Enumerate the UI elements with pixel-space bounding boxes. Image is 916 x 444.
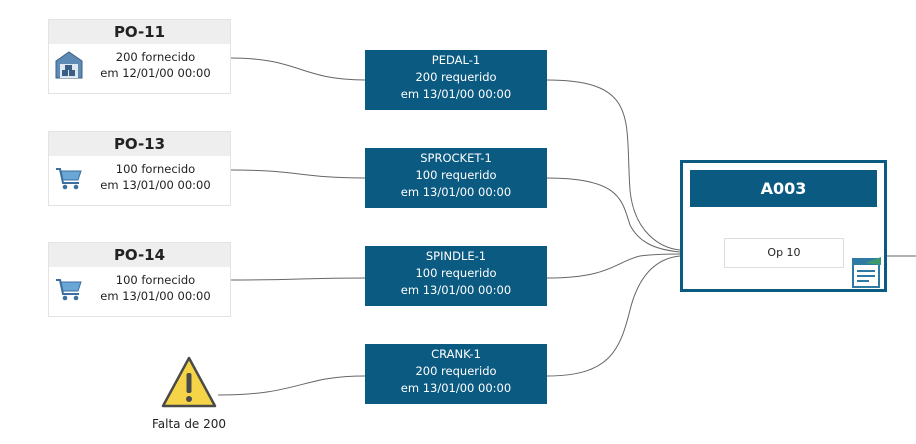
requirement-part: SPINDLE-1 <box>425 249 487 263</box>
warning-icon <box>161 356 217 408</box>
operation-title: A003 <box>690 170 877 207</box>
po-qty: 100 fornecido <box>115 273 196 287</box>
requirement-node-sprocket-1[interactable]: SPROCKET-1 100 requerido em 13/01/00 00:… <box>365 148 547 208</box>
po-date: em 13/01/00 00:00 <box>100 289 211 303</box>
link-spindle-op <box>546 253 681 279</box>
po-date: em 12/01/00 00:00 <box>100 66 211 80</box>
requirement-date: em 13/01/00 00:00 <box>400 381 512 395</box>
requirement-qty: 200 requerido <box>415 364 497 378</box>
po-supply-text: 200 fornecido em 12/01/00 00:00 <box>85 49 226 81</box>
po-node-po-13[interactable]: PO-13 100 fornecido em 13/01/00 00:00 <box>48 131 231 206</box>
po-title: PO-14 <box>49 243 230 267</box>
requirement-part: SPROCKET-1 <box>420 151 492 165</box>
link-crank-op <box>546 255 681 377</box>
operation-node-a003[interactable]: A003 Op 10 <box>680 160 887 292</box>
shopping-cart-icon <box>56 279 82 301</box>
requirement-date: em 13/01/00 00:00 <box>400 185 512 199</box>
requirement-date: em 13/01/00 00:00 <box>400 283 512 297</box>
requirement-part: PEDAL-1 <box>431 53 481 67</box>
link-po13-sprocket <box>230 169 366 179</box>
link-po14-spindle <box>230 277 366 281</box>
requirement-qty: 100 requerido <box>415 168 497 182</box>
requirement-node-pedal-1[interactable]: PEDAL-1 200 requerido em 13/01/00 00:00 <box>365 50 547 110</box>
requirement-qty: 200 requerido <box>415 70 497 84</box>
requirement-qty: 100 requerido <box>415 266 497 280</box>
requirement-node-crank-1[interactable]: CRANK-1 200 requerido em 13/01/00 00:00 <box>365 344 547 404</box>
requirement-date: em 13/01/00 00:00 <box>400 87 512 101</box>
document-icon <box>852 257 881 288</box>
po-title: PO-11 <box>49 20 230 44</box>
shortage-label: Falta de 200 <box>151 417 227 431</box>
po-supply-text: 100 fornecido em 13/01/00 00:00 <box>85 161 226 193</box>
po-node-po-11[interactable]: PO-11 200 fornecido em 12/01/00 00:00 <box>48 19 231 94</box>
po-date: em 13/01/00 00:00 <box>100 178 211 192</box>
po-qty: 200 fornecido <box>115 50 196 64</box>
link-shortage-crank <box>217 375 366 396</box>
warehouse-icon <box>55 51 83 79</box>
link-po11-pedal <box>230 57 366 81</box>
po-node-po-14[interactable]: PO-14 100 fornecido em 13/01/00 00:00 <box>48 242 231 317</box>
requirement-part: CRANK-1 <box>431 347 481 361</box>
link-pedal-op <box>546 79 681 251</box>
requirement-node-spindle-1[interactable]: SPINDLE-1 100 requerido em 13/01/00 00:0… <box>365 246 547 306</box>
operation-step[interactable]: Op 10 <box>724 238 844 268</box>
po-supply-text: 100 fornecido em 13/01/00 00:00 <box>85 272 226 304</box>
po-title: PO-13 <box>49 132 230 156</box>
po-qty: 100 fornecido <box>115 162 196 176</box>
shopping-cart-icon <box>56 168 82 190</box>
link-sprocket-op <box>546 177 681 253</box>
